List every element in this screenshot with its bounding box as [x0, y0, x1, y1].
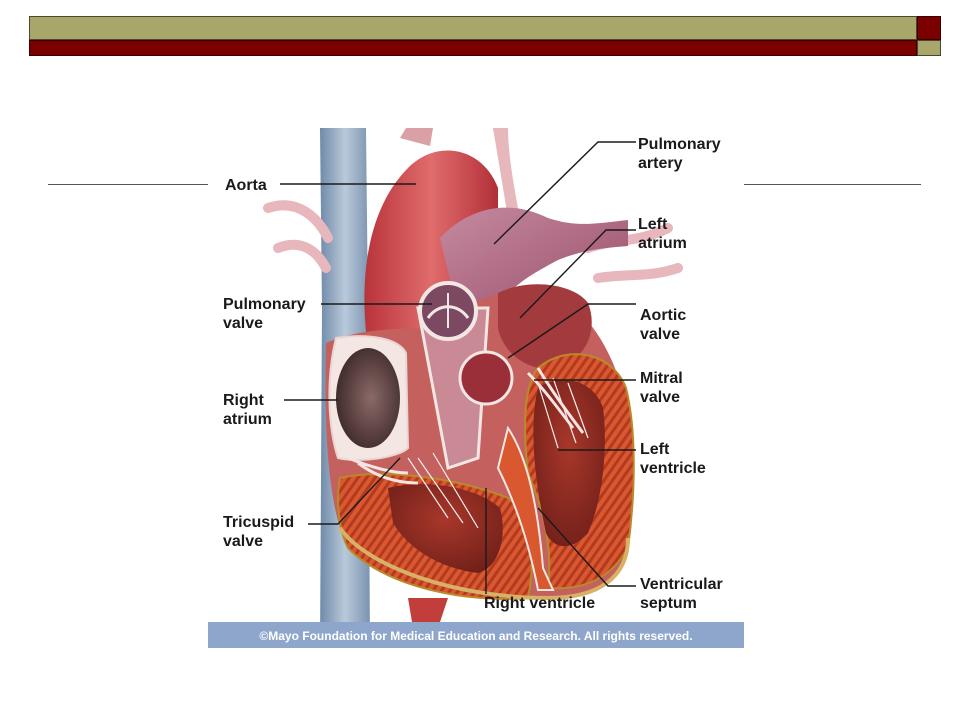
right-rule-line [744, 184, 921, 185]
right-ventricle-cavity [388, 484, 503, 573]
label-tricuspid-valve-line-2: valve [223, 533, 263, 550]
header-square-olive [917, 40, 941, 56]
label-ventricular-septum-line-2: septum [640, 595, 697, 612]
label-right-ventricle: Right ventricle [484, 595, 595, 612]
label-aortic-valve-line-2: valve [640, 326, 680, 343]
left-atrium-leader-line [519, 229, 636, 319]
label-left-ventricle-line-1: Left [640, 441, 670, 458]
heart-diagram-svg: ©Mayo Foundation for Medical Education a… [208, 128, 744, 648]
label-ventricular-septum-line-1: Ventricular [640, 576, 723, 593]
left-rule-line [48, 184, 208, 185]
label-pulmonary-valve-line-2: valve [223, 315, 263, 332]
label-left-ventricle-line-2: ventricle [640, 460, 706, 477]
label-left-atrium-line-1: Left [638, 216, 668, 233]
heart-anatomy-figure: ©Mayo Foundation for Medical Education a… [208, 128, 744, 648]
label-left-atrium-line-2: atrium [638, 235, 687, 252]
ventricular-septum-shape [496, 425, 555, 591]
right-atrium-shape [336, 348, 400, 448]
header-bar-red [29, 40, 917, 56]
tricuspid-valve-leader-line [308, 457, 401, 525]
pulmonary-artery-leader-line [493, 141, 636, 245]
label-right-atrium-line-1: Right [223, 392, 265, 409]
pulmonary-artery-shape [440, 207, 628, 313]
label-tricuspid-valve-line-1: Tricuspid [223, 514, 294, 531]
left-atrium-shape [498, 284, 592, 369]
label-mitral-valve-line-1: Mitral [640, 370, 683, 387]
label-pulmonary-artery-line-2: artery [638, 155, 683, 172]
copyright-text: ©Mayo Foundation for Medical Education a… [259, 629, 692, 643]
label-aorta: Aorta [225, 177, 267, 194]
label-pulmonary-valve-line-1: Pulmonary [223, 296, 306, 313]
label-aortic-valve-line-1: Aortic [640, 307, 686, 324]
label-pulmonary-artery-line-1: Pulmonary [638, 136, 721, 153]
copyright-bar [208, 622, 744, 648]
header-bar-olive [29, 16, 917, 40]
aortic-valve-leader-line [507, 303, 636, 359]
header-square-red [917, 16, 941, 40]
label-right-atrium-line-2: atrium [223, 411, 272, 428]
tricuspid-valve-shape [347, 456, 419, 485]
ventricular-septum-leader-line [537, 507, 636, 587]
label-mitral-valve-line-2: valve [640, 389, 680, 406]
mitral-valve-shape [526, 367, 585, 434]
